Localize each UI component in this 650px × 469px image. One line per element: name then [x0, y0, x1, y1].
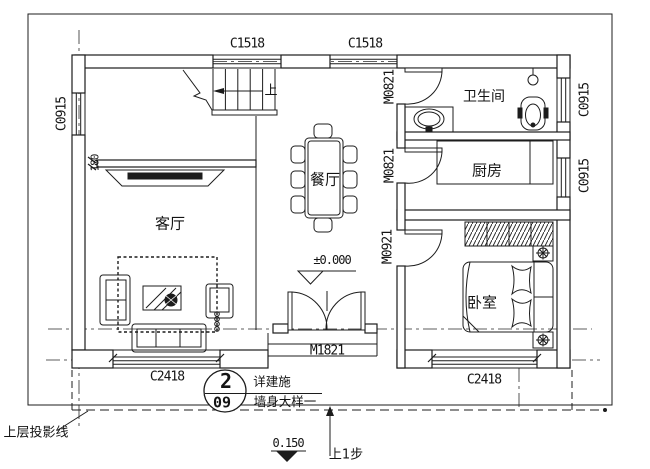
step-up-arrow: [326, 406, 334, 456]
step-note-label: 上1步: [328, 447, 364, 463]
entry-double-door: [287, 291, 366, 331]
window-label-c2418-living: C2418: [149, 369, 185, 385]
bathroom-door: [404, 67, 443, 105]
nightstand: [532, 245, 554, 262]
dining-set: [290, 123, 358, 233]
stair-up-label: 上: [264, 83, 278, 99]
wardrobe: [464, 221, 554, 247]
callout-detail-number: 2: [219, 369, 233, 393]
living-room-furniture: [99, 169, 234, 353]
window-label-c0915-bath: C0915: [577, 82, 593, 118]
upper-floor-projection-line: [57, 370, 607, 431]
bedroom-door: [404, 229, 443, 267]
pillow: [511, 264, 532, 296]
stairs: [182, 69, 278, 330]
room-label-bathroom: 卫生间: [463, 89, 505, 105]
bathroom-fixtures: [404, 68, 549, 133]
room-label-bedroom: 卧室: [466, 293, 498, 312]
elevation-markers: [271, 270, 356, 462]
window-label-c1518-left: C1518: [229, 36, 265, 52]
elevation-label-porch: 0.150: [272, 436, 304, 450]
window-label-c0915-kitchen: C0915: [577, 158, 593, 194]
tv-console: [104, 169, 226, 187]
stair-break-line: [182, 69, 213, 111]
floor-lamp: [214, 311, 220, 332]
coffee-table: [142, 285, 182, 311]
room-label-kitchen: 厨房: [471, 161, 503, 180]
kitchen-counter: [436, 140, 554, 185]
elevation-label-zero: ±0.000: [313, 253, 351, 267]
sink: [404, 106, 454, 133]
bed: [462, 261, 554, 333]
nightstand: [532, 331, 554, 349]
room-label-living-room: 客厅: [154, 214, 186, 233]
stair-up-arrow: [213, 88, 224, 94]
window-label-c0915-west: C0915: [54, 96, 70, 132]
room-label-dining-room: 餐厅: [309, 170, 341, 189]
callout-note-line2: 墙身大样一: [253, 393, 317, 409]
wall-thickness-dimension: 180: [88, 154, 102, 172]
loveseat: [99, 274, 131, 326]
door-label-m0821-bath: M0821: [382, 69, 398, 105]
bedroom-furniture: [462, 221, 554, 349]
floor-drain: [527, 68, 539, 86]
rug: [117, 256, 218, 333]
pillow: [511, 297, 532, 329]
entry-porch-steps: [267, 333, 378, 357]
projection-line-label: 上层投影线: [3, 425, 69, 441]
doors: [287, 67, 443, 331]
window-label-c1518-right: C1518: [347, 36, 383, 52]
zero-elevation-marker: [296, 270, 356, 285]
toilet: [517, 96, 549, 131]
callout-note-line1: 详建施: [253, 373, 291, 389]
door-label-m0821-kitchen: M0821: [382, 148, 398, 184]
sofa: [131, 323, 207, 353]
door-label-m0921-bedroom: M0921: [380, 229, 396, 265]
kitchen-door: [404, 147, 443, 184]
drawing-border: [27, 13, 613, 406]
porch-elevation-marker: [271, 450, 306, 462]
window-label-c2418-bedroom: C2418: [466, 372, 502, 388]
callout-sheet-number: 09: [212, 393, 232, 412]
windows: [71, 54, 571, 369]
door-label-m1821-entry: M1821: [309, 343, 345, 359]
detail-callout: [203, 369, 322, 413]
